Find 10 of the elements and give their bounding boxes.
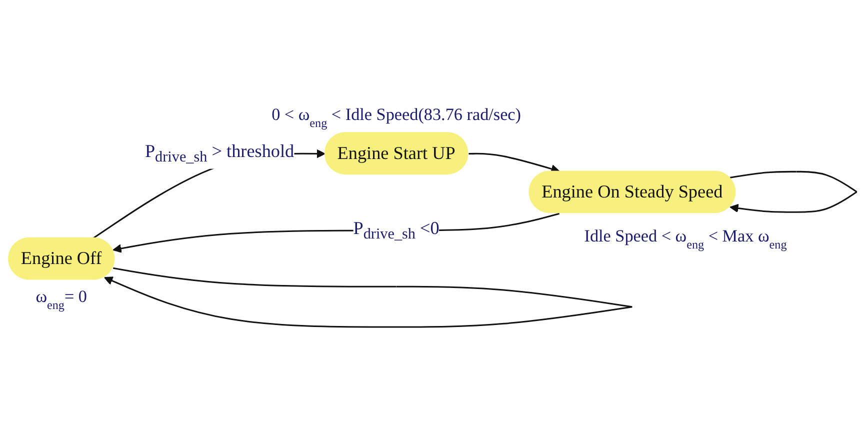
condition-text: Idle Speed < ω$_{eng}$ < Max ω$_{eng}$ bbox=[584, 226, 787, 252]
node-box: Engine Start UP bbox=[324, 132, 468, 174]
arrow bbox=[112, 212, 560, 253]
edge-label: P$_{drive_sh}$ <0 bbox=[353, 218, 440, 243]
arrow bbox=[468, 152, 560, 174]
edge-label: P$_{drive_sh}$ > threshold bbox=[144, 140, 294, 166]
node-box: Engine Off bbox=[8, 237, 115, 280]
node-box: Engine On Steady Speed bbox=[528, 170, 736, 214]
condition-text: 0 < ω$_{eng}$ < Idle Speed(83.76 rad/sec) bbox=[272, 104, 522, 130]
condition-text: ω$_{eng}$= 0 bbox=[36, 286, 88, 312]
